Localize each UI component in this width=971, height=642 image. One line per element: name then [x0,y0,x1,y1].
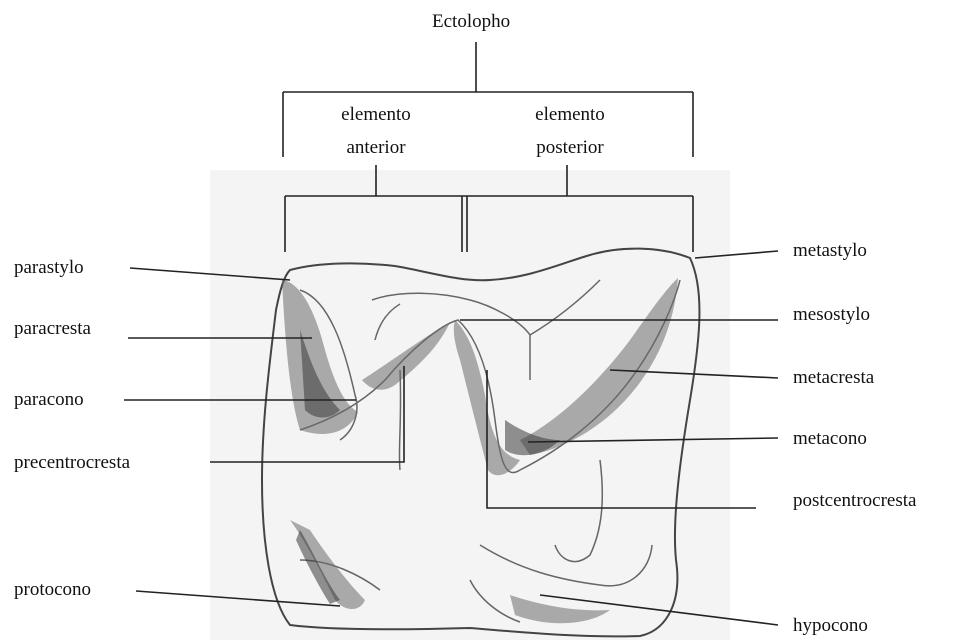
label-precentrocresta: precentrocresta [14,452,130,474]
label-protocono: protocono [14,579,91,601]
label-elemento-anterior-line2: anterior [316,137,436,159]
label-elemento-anterior-line1: elemento [316,104,436,126]
label-postcentrocresta: postcentrocresta [793,490,916,512]
label-ectolopho: Ectolopho [432,11,510,33]
label-mesostylo: mesostylo [793,304,870,326]
label-metacresta: metacresta [793,367,874,389]
label-metacono: metacono [793,428,867,450]
label-elemento-posterior-line1: elemento [510,104,630,126]
label-paracresta: paracresta [14,318,91,340]
label-metastylo: metastylo [793,240,867,262]
label-parastylo: parastylo [14,257,84,279]
diagram-background [210,170,730,640]
label-hypocono: hypocono [793,615,868,637]
label-paracono: paracono [14,389,84,411]
label-elemento-posterior-line2: posterior [510,137,630,159]
